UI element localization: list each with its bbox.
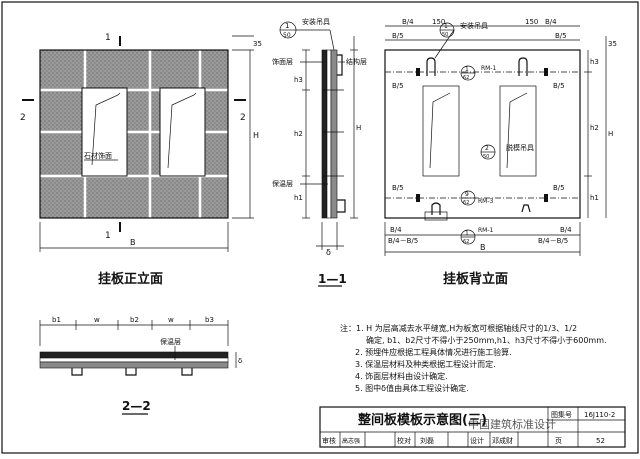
- svg-text:B/4: B/4: [545, 18, 557, 26]
- front-window-left: [81, 87, 128, 177]
- front-elevation: 石材饰面 1 1 2 2 B H 35 挂板正立面: [20, 33, 262, 287]
- cut-mark-2-left: 2: [20, 113, 26, 123]
- svg-text:62: 62: [463, 239, 469, 245]
- front-window-right: [159, 87, 206, 177]
- svg-text:50: 50: [442, 32, 448, 38]
- svg-text:150: 150: [432, 18, 445, 26]
- svg-text:62: 62: [463, 200, 469, 206]
- svg-text:B/5: B/5: [553, 82, 565, 90]
- section-1-1: 1 50 安装吊具 饰面层 结构层 保温层 h3 h2 h1 H δ 1—1: [272, 17, 367, 287]
- svg-text:B/5: B/5: [555, 32, 567, 40]
- front-dim-B: B: [130, 238, 136, 247]
- svg-text:1: 1: [285, 22, 289, 30]
- svg-text:H: H: [356, 124, 361, 132]
- back-label-demold-hanger: 脱模吊具: [506, 143, 534, 152]
- svg-text:B/4: B/4: [402, 18, 414, 26]
- watermark: 中国建筑标准设计: [468, 417, 556, 431]
- svg-text:H: H: [608, 130, 613, 138]
- page-number: 52: [596, 437, 605, 445]
- svg-text:页: 页: [555, 437, 562, 445]
- svg-text:RM-1: RM-1: [478, 227, 494, 234]
- section-2-2-title: 2—2: [122, 399, 151, 413]
- svg-text:B/5: B/5: [392, 32, 404, 40]
- svg-text:B/5: B/5: [553, 184, 565, 192]
- label-finish-layer: 饰面层: [272, 57, 293, 66]
- svg-text:150: 150: [525, 18, 538, 26]
- atlas-number: 16J110-2: [584, 411, 615, 419]
- note-line-2: 确定, b1、b2尺寸不得小于250mm,h1、h3尺寸不得小于600mm.: [366, 336, 607, 345]
- svg-text:B/5: B/5: [392, 82, 404, 90]
- front-dim-35: 35: [253, 40, 262, 48]
- svg-text:w: w: [94, 316, 100, 324]
- svg-text:h1: h1: [590, 194, 599, 202]
- svg-text:1: 1: [465, 230, 469, 237]
- note-line-6: 5. 图中δ值由具体工程设计确定.: [355, 384, 469, 393]
- label-structure-layer: 结构层: [346, 57, 367, 66]
- svg-text:B/4－B/5: B/4－B/5: [538, 237, 568, 245]
- cut-mark-1-bottom: 1: [105, 231, 111, 241]
- svg-text:B: B: [480, 243, 486, 252]
- svg-text:高志强: 高志强: [342, 437, 360, 445]
- section-1-1-title: 1—1: [318, 272, 347, 286]
- section-2-2: b1 w b2 w b3 保温层 δ 2—2: [39, 316, 242, 415]
- front-dim-H: H: [253, 131, 259, 140]
- svg-text:50: 50: [283, 32, 291, 39]
- svg-text:h2: h2: [590, 124, 599, 132]
- label-install-hanger: 安装吊具: [302, 17, 330, 26]
- cut-mark-1-top: 1: [105, 33, 111, 43]
- svg-text:RM-1: RM-1: [481, 65, 497, 72]
- svg-text:h1: h1: [294, 194, 303, 202]
- svg-text:h3: h3: [590, 58, 599, 66]
- label-insulation-layer: 保温层: [272, 179, 293, 188]
- svg-text:B/4: B/4: [560, 226, 572, 234]
- svg-text:b3: b3: [205, 316, 214, 324]
- svg-text:50: 50: [483, 154, 489, 160]
- svg-text:w: w: [168, 316, 174, 324]
- drawing-title: 整间板模板示意图(三): [357, 412, 487, 428]
- back-panel: [384, 49, 581, 219]
- note-line-4: 3. 保温层材料及种类根据工程设计而定.: [355, 360, 496, 369]
- svg-text:校对: 校对: [397, 436, 411, 445]
- svg-text:δ: δ: [238, 357, 242, 365]
- svg-text:1: 1: [465, 66, 469, 73]
- svg-text:刘磊: 刘磊: [420, 436, 434, 445]
- back-view-title: 挂板背立面: [443, 271, 508, 287]
- back-label-install-hanger: 安装吊具: [460, 21, 488, 30]
- svg-text:b2: b2: [130, 316, 139, 324]
- front-view-title: 挂板正立面: [98, 271, 163, 287]
- svg-text:1: 1: [444, 23, 448, 30]
- svg-text:B/4: B/4: [390, 226, 402, 234]
- svg-text:b1: b1: [52, 316, 61, 324]
- note-line-3: 2. 预埋件应根据工程具体情况进行施工验算.: [355, 348, 512, 357]
- svg-text:35: 35: [608, 40, 617, 48]
- svg-text:h2: h2: [294, 130, 303, 138]
- label-2-2-insulation: 保温层: [160, 337, 181, 346]
- svg-text:邓成财: 邓成财: [492, 436, 513, 445]
- svg-text:图集号: 图集号: [551, 410, 572, 419]
- svg-text:RM-3: RM-3: [478, 198, 494, 205]
- cut-mark-2-right: 2: [240, 113, 246, 123]
- label-stone-finish: 石材饰面: [84, 151, 112, 160]
- svg-text:9: 9: [465, 191, 469, 198]
- svg-text:h3: h3: [294, 76, 303, 84]
- svg-text:2: 2: [485, 145, 489, 152]
- note-line-1: 注：1. H 为层高减去水平缝宽,H为板宽可根据轴线尺寸的1/3、1/2: [340, 324, 578, 333]
- note-line-5: 4. 饰面层材料由设计确定.: [355, 372, 448, 381]
- svg-text:δ: δ: [326, 248, 331, 257]
- svg-text:审核: 审核: [322, 436, 336, 445]
- back-elevation: RM-1 RM-3 RM-1 1 62 9 62 1 62 1 50 安装吊具 …: [384, 18, 617, 287]
- svg-text:B/4－B/5: B/4－B/5: [388, 237, 418, 245]
- svg-text:62: 62: [463, 75, 469, 81]
- svg-text:B/5: B/5: [392, 184, 404, 192]
- title-block: 整间板模板示意图(三) 图集号 16J110-2 页 52 审核 高志强 高志强…: [319, 406, 626, 448]
- svg-text:设计: 设计: [470, 436, 484, 445]
